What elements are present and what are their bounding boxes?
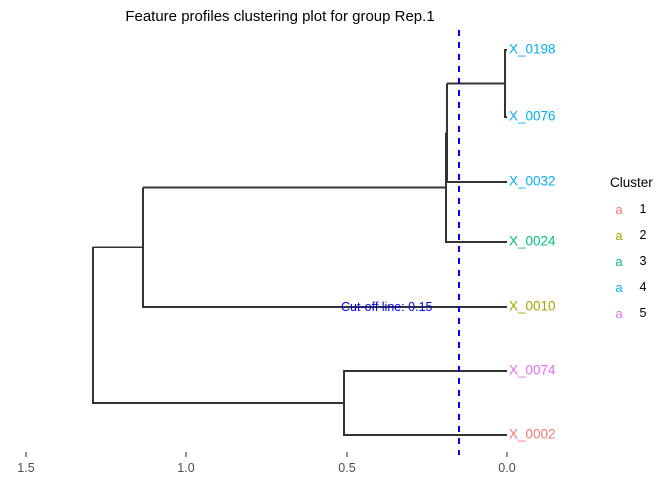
legend-key-glyph-1: a (615, 201, 623, 217)
dendrogram-branches (92, 49, 507, 436)
tick-label-1-5: 1.5 (17, 461, 34, 475)
leaf-label-x0010: X_0010 (509, 299, 556, 314)
page-title: Feature profiles clustering plot for gro… (125, 8, 435, 25)
branch-n3-span (445, 132, 507, 243)
branch-n2-span (446, 83, 507, 183)
tick-label-0-0: 0.0 (498, 461, 515, 475)
leaf-label-x0076: X_0076 (509, 109, 556, 124)
branch-n4-span (142, 187, 507, 308)
x-axis-ticks (25, 452, 508, 457)
legend-label-2: 2 (639, 228, 647, 242)
tick-label-0-5: 0.5 (338, 461, 355, 475)
tick-label-1-0: 1.0 (177, 461, 194, 475)
legend-label-4: 4 (639, 280, 647, 294)
legend-key-glyph-2: a (615, 227, 623, 243)
legend-item-3[interactable]: a 3 (608, 250, 668, 272)
legend-label-3: 3 (639, 254, 647, 268)
branch-n6-span (92, 247, 344, 404)
leaf-label-x0024: X_0024 (509, 234, 556, 249)
legend-key-glyph-3: a (615, 253, 623, 269)
legend-key-glyph-5: a (615, 305, 623, 321)
legend-item-5[interactable]: a 5 (608, 302, 668, 324)
leaf-label-x0074: X_0074 (509, 363, 556, 378)
legend-label-5: 5 (639, 306, 647, 320)
branch-n5 (343, 370, 507, 436)
legend-title: Cluster (610, 175, 653, 190)
cutoff-label: Cut-off line: 0.15 (341, 300, 433, 314)
leaf-label-x0198: X_0198 (509, 42, 556, 57)
leaf-label-x0002: X_0002 (509, 427, 556, 442)
legend-label-1: 1 (639, 202, 647, 216)
legend-key-glyph-4: a (615, 279, 623, 295)
legend-item-1[interactable]: a 1 (608, 198, 668, 220)
legend-item-2[interactable]: a 2 (608, 224, 668, 246)
leaf-label-x0032: X_0032 (509, 174, 556, 189)
legend-item-4[interactable]: a 4 (608, 276, 668, 298)
branch-n1 (504, 49, 507, 118)
